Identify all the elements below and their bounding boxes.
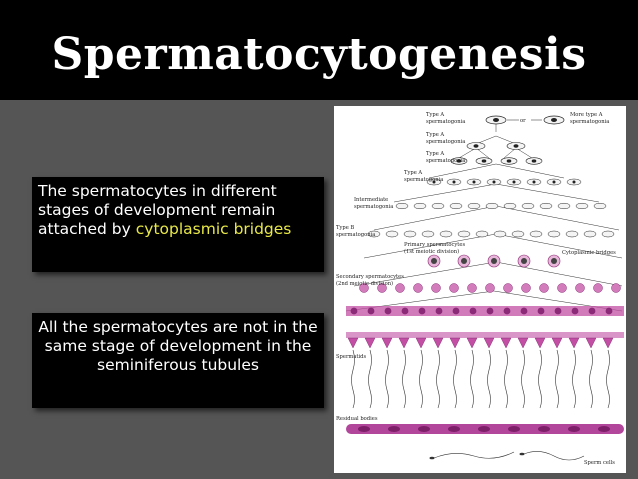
label-secondary-sub: (2nd meiotic division) [336,280,393,287]
label-more-a1-sub: spermatogonia [570,119,609,125]
text-box-stages: All the spermatocytes are not in the sam… [32,313,324,408]
label-type-a4: Type A [404,170,422,176]
label-primary: Primary spermatocytes [404,242,465,248]
label-type-a2-sub: spermatogonia [426,139,465,145]
label-secondary: Secondary spermatocytes [336,274,404,280]
label-type-b: Type B [336,225,354,231]
diagram-svg: Type A spermatogonia or More type A sper… [336,112,624,466]
label-or: or [520,118,526,124]
slide-title: Spermatocytogenesis [51,28,587,80]
label-type-a1: Type A [426,112,444,118]
title-bar: Spermatocytogenesis [0,0,638,100]
label-sperm: Sperm cells [584,460,615,466]
label-residual: Residual bodies [336,416,378,422]
label-type-a2: Type A [426,132,444,138]
label-type-a4-sub: spermatogonia [404,177,443,183]
label-spermatids: Spermatids [336,354,367,360]
bridges-text: The spermatocytes in different stages of… [38,182,277,238]
label-type-a3: Type A [426,151,444,157]
label-bridges: Cytoplasmic bridges [562,250,616,256]
label-type-a3-sub: spermatogonia [426,158,465,164]
label-type-b-sub: spermatogonia [336,232,375,238]
label-type-a1-sub: spermatogonia [426,119,465,125]
spermatogenesis-diagram: Type A spermatogonia or More type A sper… [334,106,626,473]
label-intermediate: Intermediate [354,197,388,203]
label-primary-sub: (1st meiotic division) [404,248,459,255]
stages-text: All the spermatocytes are not in the sam… [38,318,318,374]
label-more-a1: More type A [570,112,603,118]
bridges-highlight: cytoplasmic bridges [135,220,292,238]
label-intermediate-sub: spermatogonia [354,204,393,210]
text-box-bridges: The spermatocytes in different stages of… [32,177,324,272]
